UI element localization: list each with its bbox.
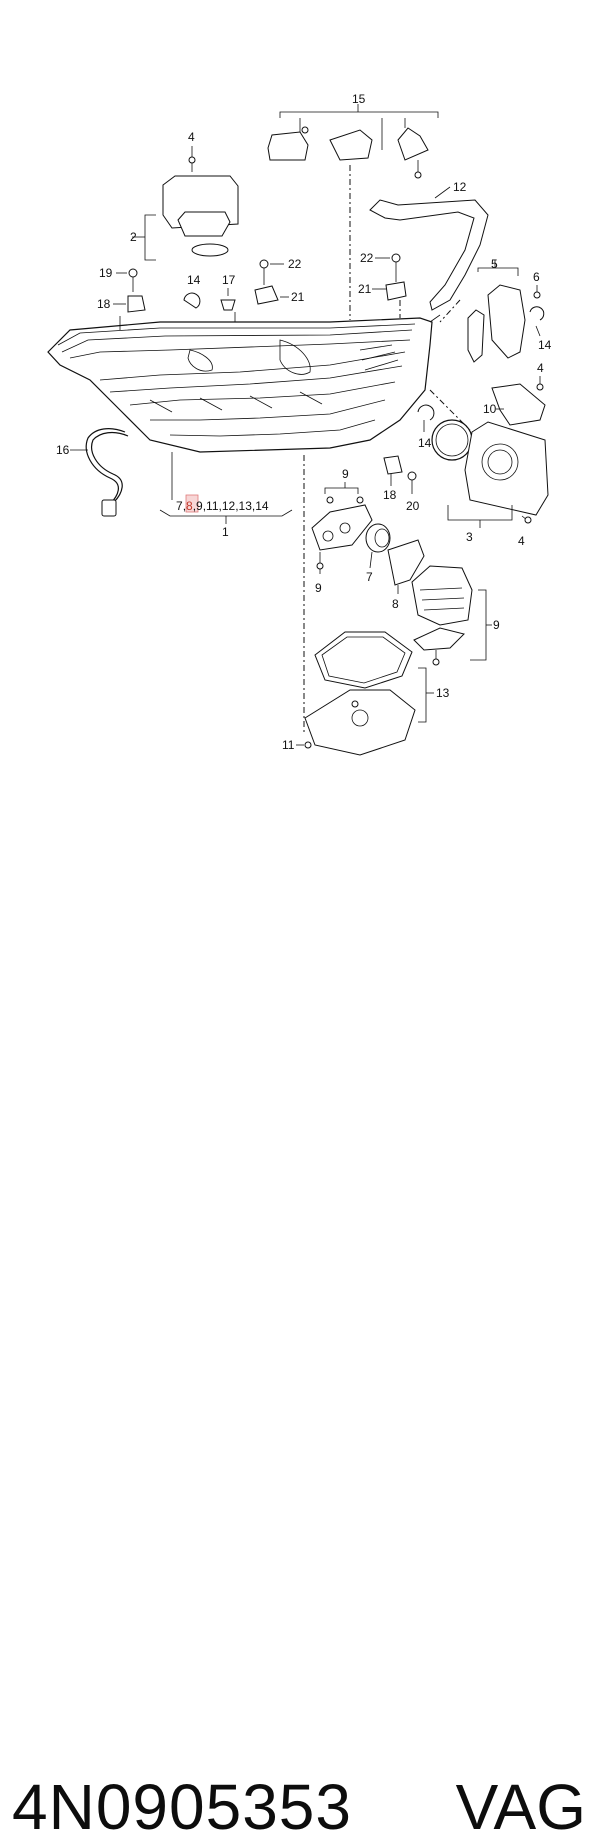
- headlight-housing: [47, 312, 441, 500]
- screw-bracket-22-21-right: 22 21: [358, 251, 407, 301]
- cover-2: 4: [132, 130, 239, 261]
- callout-22-right: 22: [360, 251, 374, 265]
- callout-15: 15: [352, 92, 366, 106]
- exploded-parts-diagram: 15 4 2 12 19 18 14 17 22: [47, 92, 552, 756]
- lens-7: 7: [365, 523, 391, 584]
- callout-4-bottom: 4: [518, 534, 525, 548]
- small-parts-18-20: 18 20: [383, 455, 420, 513]
- small-parts-left: 19 18 14 17: [97, 266, 236, 313]
- callout-22-mid: 22: [288, 257, 302, 271]
- assembly-list: 7,8,9,11,12,13,14 1: [159, 494, 293, 539]
- callout-4-top: 4: [188, 130, 195, 144]
- callout-18-left: 18: [97, 297, 111, 311]
- callout-12: 12: [453, 180, 467, 194]
- callout-14-left: 14: [187, 273, 201, 287]
- callout-17: 17: [222, 273, 236, 287]
- bracket-9: 9 9: [311, 467, 373, 595]
- callout-4-right: 4: [537, 361, 544, 375]
- callout-14-mid: 14: [418, 436, 432, 450]
- ring-14: 14: [417, 404, 473, 461]
- callout-2: 2: [130, 230, 137, 244]
- callout-19: 19: [99, 266, 113, 280]
- callout-5: 5: [491, 257, 498, 271]
- bracket-group-15: [267, 104, 439, 179]
- wire-harness-16: 16: [56, 428, 129, 517]
- callout-16: 16: [56, 443, 70, 457]
- bracket-10: 4 10: [483, 361, 546, 426]
- callout-13: 13: [436, 686, 450, 700]
- assembly-lines: [303, 165, 471, 735]
- brand-label: VAG: [455, 1771, 586, 1843]
- callout-9-left: 9: [315, 581, 322, 595]
- footer: 4N0905353 VAG: [0, 880, 600, 1843]
- assembly-item-8-highlighted: 8: [186, 499, 193, 513]
- gasket-and-cover-13: 13 11: [282, 631, 450, 756]
- callout-3: 3: [466, 530, 473, 544]
- highlight-box: [185, 494, 199, 513]
- callout-9-right: 9: [493, 618, 500, 632]
- callout-18-mid: 18: [383, 488, 397, 502]
- seal-strip-12: 12: [369, 180, 489, 311]
- part-number: 4N0905353: [12, 1771, 352, 1843]
- screw-bracket-22-21: 22 21: [254, 257, 305, 305]
- assembly-items-rest: ,9,11,12,13,14: [193, 499, 269, 513]
- callout-21-mid: 21: [291, 290, 305, 304]
- callout-8: 8: [392, 597, 399, 611]
- board-8: 8: [387, 539, 425, 611]
- callout-9-top: 9: [342, 467, 349, 481]
- callout-10: 10: [483, 402, 497, 416]
- callout-6: 6: [533, 270, 540, 284]
- callout-1: 1: [222, 525, 229, 539]
- callout-11: 11: [282, 738, 295, 752]
- assembly-item-7: 7: [176, 499, 183, 513]
- fan-unit-9: 9: [411, 565, 500, 666]
- callout-21-right: 21: [358, 282, 372, 296]
- callout-14-right: 14: [538, 338, 552, 352]
- svg-text:7,8,9,11,12,13,14: 7,8,9,11,12,13,14: [176, 499, 269, 513]
- module-5: 5 6 14: [467, 257, 552, 363]
- callout-7: 7: [366, 570, 373, 584]
- assembly-sep: ,: [183, 499, 186, 513]
- callout-20: 20: [406, 499, 420, 513]
- reflector-3: 3 4: [447, 421, 549, 548]
